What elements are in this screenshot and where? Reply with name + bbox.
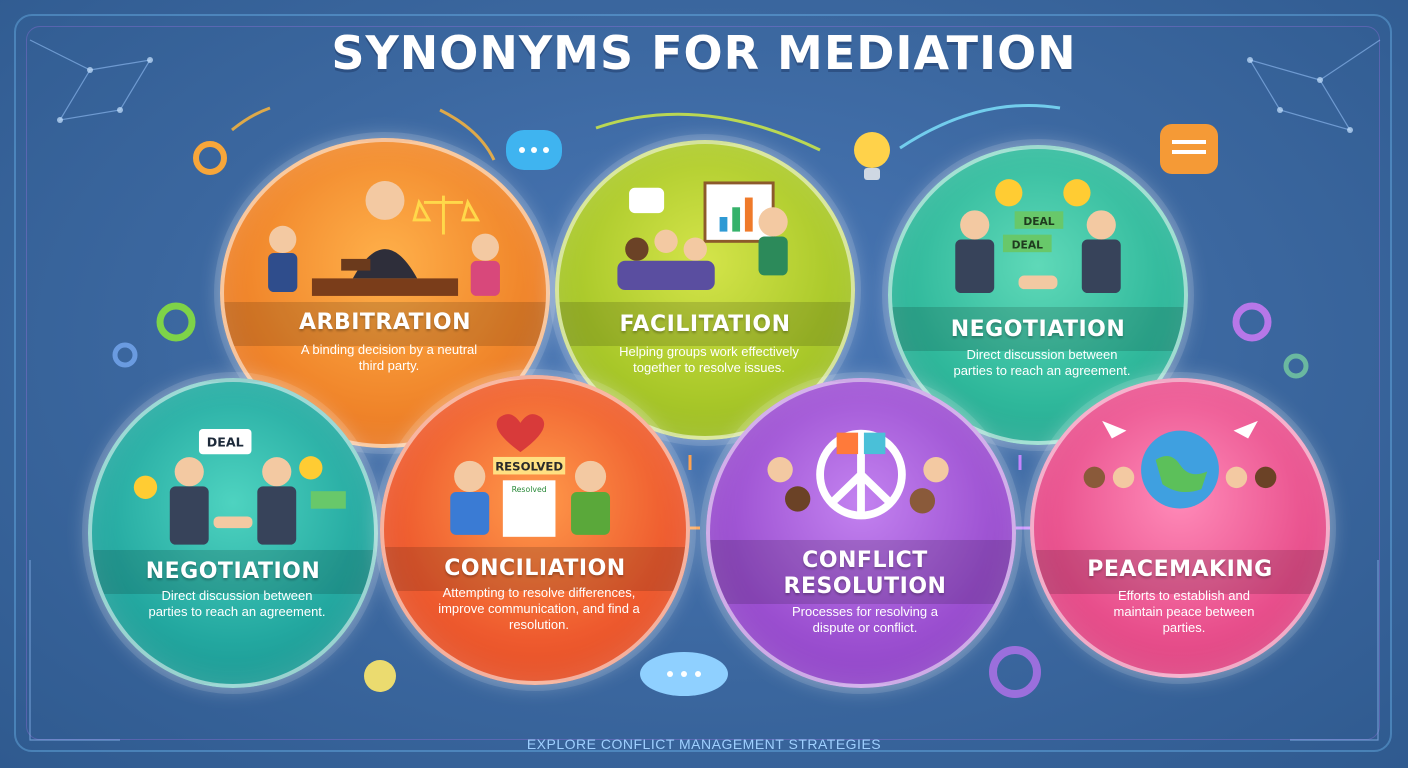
negotiation-illustration: DEAL [133, 428, 346, 545]
card-description: A binding decision by a neutral third pa… [300, 342, 478, 373]
presentation-board-icon [703, 181, 775, 243]
card-description: Direct discussion between parties to rea… [148, 588, 326, 619]
gear-icon [193, 141, 227, 175]
page-title: SYNONYMS FOR MEDIATION [331, 26, 1077, 80]
handshake-icon [213, 516, 253, 529]
conciliation-illustration: RESOLVED Resolved [450, 414, 611, 537]
puzzle-icon [836, 432, 886, 455]
outer-frame [14, 14, 1392, 752]
cloud-chat-icon [640, 652, 728, 696]
conflict-resolution-illustration [767, 429, 949, 520]
card-title: FACILITATION [619, 312, 791, 337]
card-conflict-resolution: CONFLICT RESOLUTION Processes for resolv… [706, 378, 1016, 688]
gear-icon [156, 302, 196, 342]
chat-bubble-icon [1160, 124, 1218, 174]
resolved-banner: RESOLVED [495, 460, 563, 474]
lightbulb-icon [854, 132, 890, 180]
dollar-coin-icon [133, 456, 323, 499]
globe-icon [1141, 430, 1219, 509]
judge-icon [352, 180, 418, 279]
chat-bubble-icon [506, 130, 562, 170]
facilitation-illustration [617, 181, 788, 290]
gavel-icon [341, 258, 371, 271]
card-title: CONCILIATION [444, 556, 626, 581]
peacemaking-illustration [1083, 420, 1277, 509]
chat-bubble-icon [629, 187, 665, 214]
gear-icon [112, 342, 138, 368]
arbitration-illustration [268, 180, 500, 296]
card-title: NEGOTIATION [950, 317, 1126, 342]
card-description: Direct discussion between parties to rea… [953, 347, 1131, 378]
peace-sign-icon [816, 429, 906, 520]
card-title: CONFLICT RESOLUTION [783, 548, 947, 599]
card-title: PEACEMAKING [1087, 557, 1273, 582]
gear-icon [989, 646, 1041, 698]
card-description: Efforts to establish and maintain peace … [1113, 588, 1255, 635]
money-icon [310, 491, 346, 509]
handshake-icon [1018, 275, 1058, 290]
scales-icon [412, 195, 481, 235]
negotiation-illustration: DEAL DEAL [955, 179, 1121, 294]
glow-dot [364, 660, 396, 692]
dollar-coin-icon [995, 179, 1091, 207]
card-peacemaking: PEACEMAKING Efforts to establish and mai… [1030, 378, 1330, 678]
card-negotiation-top: DEAL DEAL NEGOTIATION Direct discussion … [888, 145, 1188, 445]
card-title: ARBITRATION [299, 310, 471, 335]
deal-label: DEAL [1023, 215, 1054, 228]
footer-caption: EXPLORE CONFLICT MANAGEMENT STRATEGIES [526, 736, 882, 752]
card-description: Attempting to resolve differences, impro… [438, 585, 640, 632]
card-description: Processes for resolving a dispute or con… [792, 604, 938, 635]
broken-heart-icon [496, 414, 545, 453]
gear-icon [1232, 302, 1272, 342]
card-conciliation: RESOLVED Resolved CONCILIATION Attemptin… [380, 375, 690, 685]
document-icon [502, 480, 556, 537]
gear-icon [1283, 353, 1309, 379]
inner-frame [26, 26, 1380, 740]
card-title: NEGOTIATION [145, 559, 321, 584]
card-negotiation-bottom: DEAL NEGOTIATION Direct discussion betwe… [88, 378, 378, 688]
dove-icon [1102, 420, 1258, 439]
card-description: Helping groups work effectively together… [619, 344, 799, 375]
deal-label: DEAL [207, 434, 244, 449]
document-label: Resolved [512, 485, 547, 494]
deal-label: DEAL [1012, 238, 1043, 251]
